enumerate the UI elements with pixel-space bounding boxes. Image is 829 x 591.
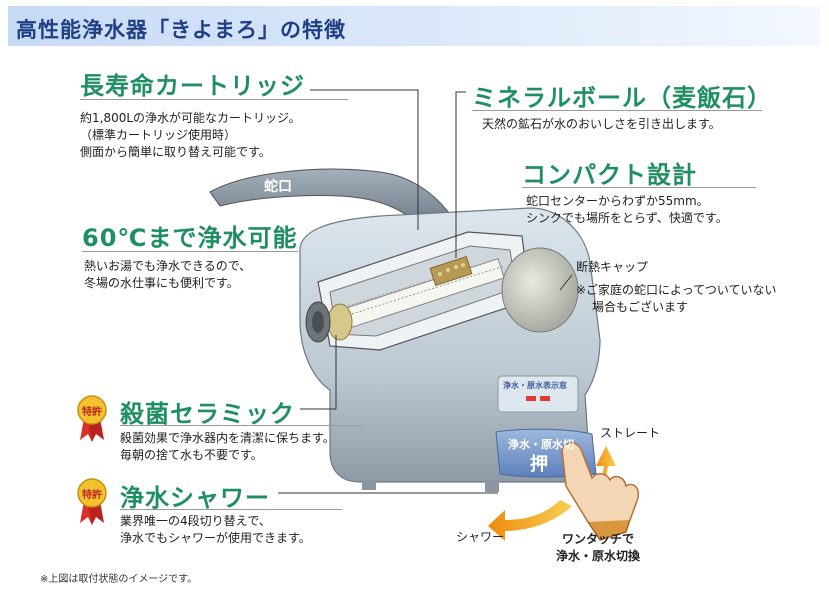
patent-label-ceramic: 特許	[82, 407, 102, 418]
rule-ceramic	[120, 425, 362, 426]
press-label: 押	[530, 454, 548, 475]
indicator-label: 浄水・原水表示窓	[503, 381, 567, 390]
ceramic-element	[327, 303, 353, 341]
patent-badge-shower	[77, 478, 107, 525]
feature-title-mineral: ミネラルボール（麦飯石）	[472, 84, 772, 112]
insulation-cap	[501, 247, 579, 333]
feature-desc-shower: 業界唯一の4段切り替えで、 浄水でもシャワーが使用できます。	[120, 514, 311, 545]
feature-desc-cartridge: 約1,800Lの浄水が可能なカートリッジ。 （標準カートリッジ使用時） 側面から…	[80, 111, 301, 159]
leader-ceramic	[300, 335, 337, 410]
rule-cartridge	[80, 99, 348, 100]
page-title: 高性能浄水器「きよまろ」の特徴	[16, 18, 346, 42]
patent-label-shower: 特許	[82, 490, 102, 501]
patent-badge-ceramic	[77, 395, 107, 442]
leader-mineral	[455, 91, 466, 258]
feature-title-cartridge: 長寿命カートリッジ	[80, 72, 305, 100]
feature-title-ceramic: 殺菌セラミック	[120, 400, 295, 428]
feature-title-hot-water: 60℃まで浄水可能	[82, 224, 298, 252]
rule-shower	[120, 509, 342, 510]
rule-compact	[522, 187, 756, 188]
feature-desc-compact: 蛇口センターからわずか55mm。 シンクでも場所をとらず、快適です。	[526, 194, 728, 225]
straight-arrow	[596, 446, 616, 490]
faucet-label: 蛇口	[264, 179, 292, 195]
feature-desc-hot-water: 熱いお湯でも浄水できるので、 冬場の水仕事にも便利です。	[84, 259, 252, 290]
footnote: ※上図は取付状態のイメージです。	[40, 574, 198, 585]
feature-desc-ceramic: 殺菌効果で浄水器内を清潔に保ちます。 毎朝の捨て水も不要です。	[120, 431, 335, 462]
shower-arrow	[488, 500, 572, 541]
rule-mineral	[472, 110, 762, 111]
pointing-hand	[561, 442, 640, 530]
shower-label: シャワー	[456, 530, 505, 544]
indicator-window	[497, 375, 579, 413]
header-bar: 高性能浄水器「きよまろ」の特徴	[8, 6, 820, 46]
feature-title-shower: 浄水シャワー	[120, 484, 270, 512]
feature-title-compact: コンパクト設計	[522, 161, 697, 189]
rule-hot-water	[82, 251, 298, 252]
one-touch-label: ワンタッチで 浄水・原水切換	[556, 532, 641, 563]
cap-title: 断熱キャップ	[576, 260, 649, 274]
cap-desc: ※ご家庭の蛇口によってついていない 場合もございます	[576, 283, 777, 314]
straight-label: ストレート	[600, 426, 661, 440]
front-panel-label: 浄水・原水切	[508, 438, 574, 451]
leader-cap	[559, 274, 573, 291]
feature-desc-mineral: 天然の鉱石が水のおいしさを引き出します。	[482, 117, 721, 131]
leader-cartridge	[310, 89, 419, 230]
